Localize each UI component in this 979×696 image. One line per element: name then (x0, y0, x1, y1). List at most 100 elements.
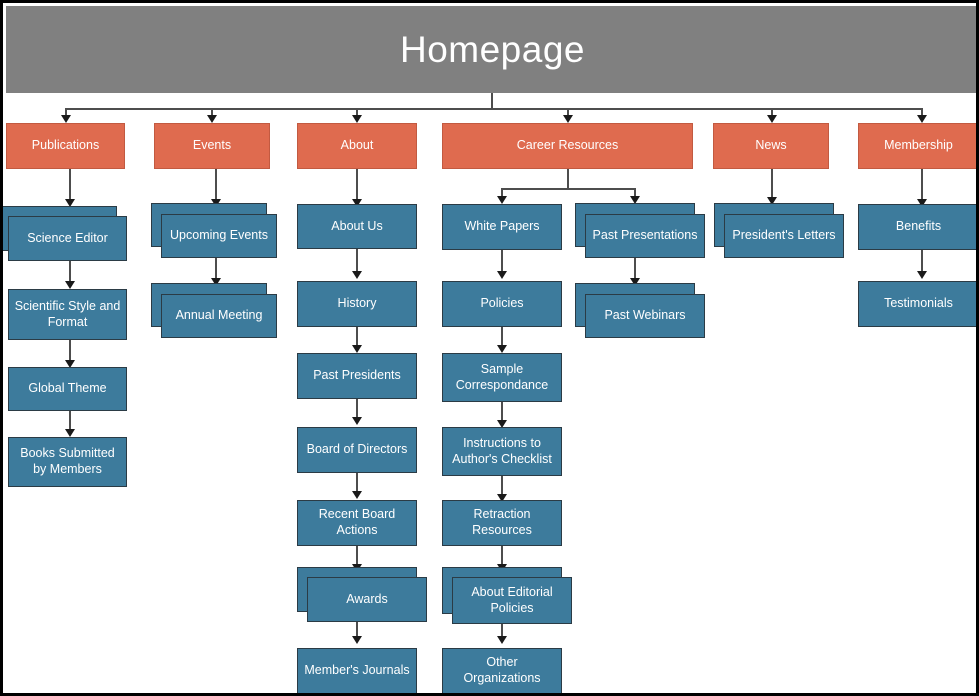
page-node-label: Global Theme (28, 381, 107, 396)
page-node-label: Past Presentations (592, 228, 698, 243)
page-node-label: Testimonials (884, 296, 953, 311)
page-node-label: Past Presidents (313, 368, 401, 383)
connector-about-3 (356, 327, 358, 349)
page-node-label: Board of Directors (306, 442, 408, 457)
page-node-history[interactable]: History (297, 281, 417, 327)
connector-root-to-career-resources (567, 108, 569, 117)
page-node-label: Science Editor (27, 230, 108, 245)
page-node-past-presentations[interactable]: Past Presentations (585, 214, 705, 258)
connector-career-a-6 (501, 624, 503, 640)
connector-career-b-1 (634, 258, 636, 282)
connector-root-to-events (211, 108, 213, 117)
page-node-other-organizations[interactable]: Other Organizations (442, 648, 562, 693)
nav-node-membership[interactable]: Membership (858, 123, 976, 169)
page-node-label: Annual Meeting (175, 308, 263, 323)
page-node-awards[interactable]: Awards (307, 577, 427, 622)
page-node-sample-correspondance[interactable]: Sample Correspondance (442, 353, 562, 402)
page-node-label: Member's Journals (304, 663, 410, 678)
connector-publications-2 (69, 261, 71, 285)
page-node-label: Policies (480, 296, 524, 311)
arrow-root-to-publications (61, 115, 71, 123)
nav-node-label: About (340, 138, 374, 153)
arrow-career-to-past-presentations (630, 196, 640, 204)
page-node-recent-board-actions[interactable]: Recent Board Actions (297, 500, 417, 546)
connector-career-to-past-presentations (634, 188, 636, 198)
page-node-instructions-to-authors-checklist[interactable]: Instructions to Author's Checklist (442, 427, 562, 476)
nav-node-news[interactable]: News (713, 123, 829, 169)
page-node-label: Past Webinars (604, 308, 686, 323)
page-node-label: About Us (331, 218, 383, 233)
connector-root-stem (491, 93, 493, 109)
page-node-upcoming-events[interactable]: Upcoming Events (161, 214, 277, 258)
connector-career-a-1 (501, 250, 503, 275)
connector-root-to-about (356, 108, 358, 117)
nav-node-label: News (755, 138, 787, 153)
page-node-label: Awards (346, 591, 388, 606)
connector-career-a-2 (501, 327, 503, 349)
page-node-annual-meeting[interactable]: Annual Meeting (161, 294, 277, 338)
page-node-retraction-resources[interactable]: Retraction Resources (442, 500, 562, 546)
page-node-label: Retraction Resources (472, 507, 532, 537)
nav-node-about[interactable]: About (297, 123, 417, 169)
page-node-policies[interactable]: Policies (442, 281, 562, 327)
page-node-science-editor[interactable]: Science Editor (8, 216, 127, 261)
arrow-career-a-6 (497, 636, 507, 644)
page-node-past-webinars[interactable]: Past Webinars (585, 294, 705, 338)
connector-publications-1 (69, 169, 71, 201)
nav-node-publications[interactable]: Publications (6, 123, 125, 169)
connector-events-1 (215, 169, 217, 201)
page-node-label: Scientific Style and Format (14, 298, 121, 329)
nav-node-label: Career Resources (516, 138, 619, 153)
arrow-membership-2 (917, 271, 927, 279)
arrow-publications-1 (65, 199, 75, 207)
page-node-label: Benefits (895, 219, 942, 234)
connector-about-6 (356, 546, 358, 568)
arrow-about-5 (352, 491, 362, 499)
page-node-benefits[interactable]: Benefits (858, 204, 976, 250)
page-node-board-of-directors[interactable]: Board of Directors (297, 427, 417, 473)
arrow-career-a-2 (497, 345, 507, 353)
page-node-about-us[interactable]: About Us (297, 204, 417, 249)
connector-about-2 (356, 249, 358, 275)
arrow-about-2 (352, 271, 362, 279)
arrow-career-a-1 (497, 271, 507, 279)
nav-node-label: Events (192, 138, 232, 153)
connector-career-a-4 (501, 476, 503, 498)
connector-membership-1 (921, 169, 923, 201)
page-node-scientific-style-and-format[interactable]: Scientific Style and Format (8, 289, 127, 340)
connector-root-to-membership (921, 108, 923, 117)
nav-node-events[interactable]: Events (154, 123, 270, 169)
connector-root-bus (65, 108, 922, 110)
connector-root-to-publications (65, 108, 67, 117)
connector-about-5 (356, 473, 358, 495)
arrow-root-to-news (767, 115, 777, 123)
arrow-events-2 (211, 278, 221, 286)
arrow-about-3 (352, 345, 362, 353)
page-node-label: About Editorial Policies (471, 584, 553, 615)
arrow-membership-1 (917, 199, 927, 207)
page-node-books-submitted-by-members[interactable]: Books Submitted by Members (8, 437, 127, 487)
nav-node-career-resources[interactable]: Career Resources (442, 123, 693, 169)
arrow-publications-2 (65, 281, 75, 289)
page-node-testimonials[interactable]: Testimonials (858, 281, 976, 327)
page-node-label: White Papers (464, 219, 540, 234)
page-node-presidents-letters[interactable]: President's Letters (724, 214, 844, 258)
root-node-homepage[interactable]: Homepage (6, 6, 976, 93)
page-title: Homepage (399, 29, 585, 70)
page-node-past-presidents[interactable]: Past Presidents (297, 353, 417, 399)
page-node-global-theme[interactable]: Global Theme (8, 367, 127, 411)
connector-events-2 (215, 258, 217, 282)
page-node-label: Books Submitted by Members (20, 446, 115, 476)
page-node-label: Other Organizations (463, 655, 541, 685)
connector-career-bus (501, 188, 635, 190)
page-node-white-papers[interactable]: White Papers (442, 204, 562, 250)
arrow-about-7 (352, 636, 362, 644)
arrow-publications-4 (65, 429, 75, 437)
connector-about-7 (356, 622, 358, 640)
connector-career-stem (567, 169, 569, 189)
arrow-career-b-1 (630, 278, 640, 286)
page-node-members-journals[interactable]: Member's Journals (297, 648, 417, 693)
page-node-label: Sample Correspondance (455, 361, 549, 392)
page-node-about-editorial-policies[interactable]: About Editorial Policies (452, 577, 572, 624)
